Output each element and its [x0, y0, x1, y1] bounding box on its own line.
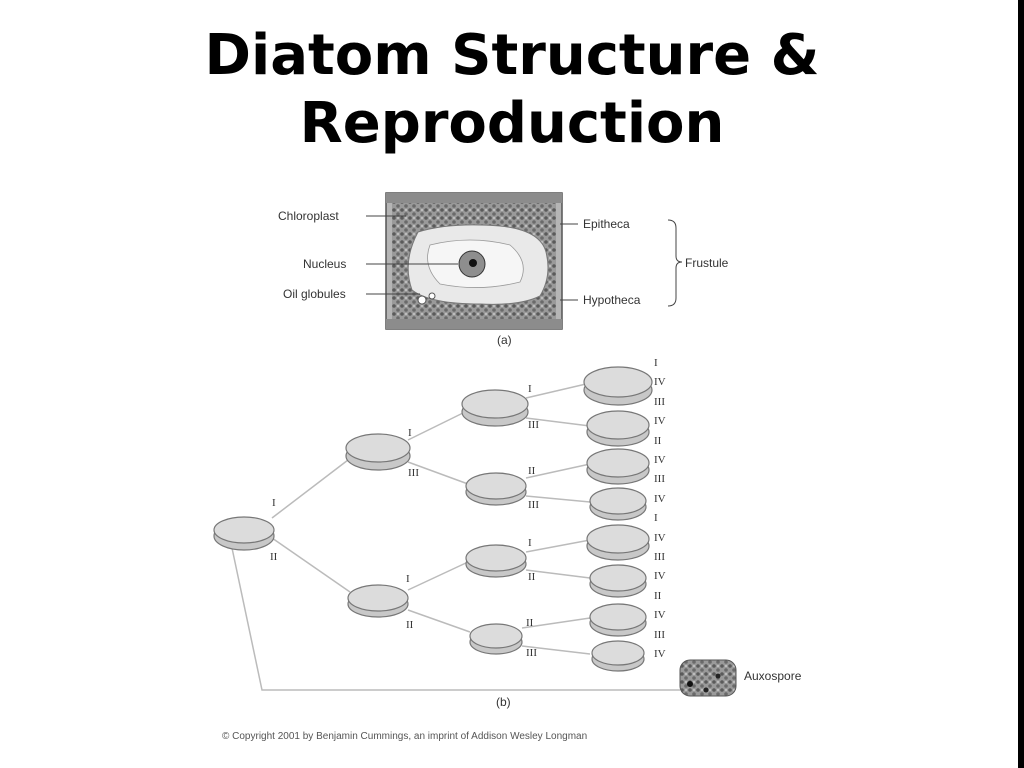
right-column-labels: I IV III IV II IV III IV I IV III IV II IV III IV: [654, 357, 666, 660]
cell-gen3: [591, 640, 645, 672]
cell-gen3: [589, 603, 647, 637]
gen-label: III: [528, 419, 539, 431]
connector: [271, 537, 351, 593]
right-column-gen-label: III: [654, 396, 665, 408]
connector: [525, 463, 591, 479]
right-column-gen-label: IV: [654, 415, 666, 427]
label-oil-globules: Oil globules: [283, 287, 346, 301]
cell-gen2: [465, 544, 527, 578]
connector: [525, 569, 591, 579]
hypotheca-band: [386, 319, 562, 329]
label-hypotheca: Hypotheca: [583, 293, 641, 307]
oil-globule: [428, 292, 436, 300]
oil-globule: [417, 295, 427, 305]
right-column-gen-label: IV: [654, 648, 666, 660]
gen-label: II: [270, 551, 278, 563]
cell-gen2: [469, 623, 523, 655]
label-nucleus: Nucleus: [303, 257, 346, 271]
connector: [525, 383, 587, 399]
slide-title: Diatom Structure & Reproduction: [0, 22, 1024, 158]
auxospore-cell: [679, 659, 737, 697]
connector: [407, 461, 469, 485]
slide-edge-bar: [1018, 0, 1024, 768]
connector: [271, 459, 349, 519]
cell-gen1-top: [345, 433, 411, 471]
gen-label: II: [406, 619, 414, 631]
cell-series: [213, 366, 653, 672]
connector: [521, 645, 591, 655]
slide-title-line-1: Diatom Structure &: [204, 23, 820, 88]
right-column-gen-label: IV: [654, 376, 666, 388]
cell-gen2: [461, 389, 529, 427]
right-column-gen-label: I: [654, 512, 658, 524]
figure-a-leaders: [366, 215, 683, 307]
right-column-gen-label: IV: [654, 609, 666, 621]
cell-gen3: [586, 448, 650, 485]
right-column-gen-label: IV: [654, 493, 666, 505]
cell-gen3: [589, 487, 647, 521]
figure-a-cell: [385, 192, 563, 330]
connector: [521, 617, 591, 629]
right-column-gen-label: II: [654, 435, 662, 447]
cell-gen3: [586, 410, 650, 447]
right-column-gen-label: III: [654, 629, 665, 641]
connector: [525, 539, 591, 553]
gen-label: II: [528, 465, 536, 477]
gen-label: III: [408, 467, 419, 479]
label-chloroplast: Chloroplast: [278, 209, 339, 223]
cell-gen2: [465, 472, 527, 506]
connector: [407, 561, 469, 591]
label-epitheca: Epitheca: [583, 217, 630, 231]
frustule-bracket: [667, 219, 683, 307]
cell-gen3: [583, 366, 653, 406]
slide-title-line-2: Reproduction: [299, 91, 725, 156]
gen-label: I: [408, 427, 412, 439]
tree-connectors: [231, 383, 680, 691]
cell-gen3: [586, 524, 650, 561]
right-column-gen-label: IV: [654, 454, 666, 466]
right-column-gen-label: I: [654, 357, 658, 369]
connector-to-auxospore: [231, 547, 680, 691]
nucleolus: [469, 259, 477, 267]
gen-label: I: [528, 537, 532, 549]
cell-gen1-bottom: [347, 584, 409, 618]
gen-label: III: [528, 499, 539, 511]
connector: [525, 417, 591, 427]
right-column-gen-label: III: [654, 473, 665, 485]
label-frustule: Frustule: [685, 256, 729, 270]
right-column-gen-label: II: [654, 590, 662, 602]
caption-b: (b): [496, 695, 511, 709]
cell-gen3: [589, 564, 647, 598]
gen-label: II: [526, 617, 534, 629]
copyright-notice: © Copyright 2001 by Benjamin Cummings, a…: [222, 731, 588, 742]
cell-gen0: [213, 516, 275, 551]
gen-label: II: [528, 571, 536, 583]
gen-label: I: [272, 497, 276, 509]
gen-label: III: [526, 647, 537, 659]
gen-label: I: [528, 383, 532, 395]
connector: [525, 495, 591, 503]
epitheca-band: [386, 193, 562, 203]
right-column-gen-label: IV: [654, 532, 666, 544]
generation-labels: I II I III I II I III II III I II II III: [270, 383, 539, 659]
connector: [407, 609, 471, 633]
right-column-gen-label: III: [654, 551, 665, 563]
caption-a: (a): [497, 333, 512, 347]
gen-label: I: [406, 573, 410, 585]
label-auxospore: Auxospore: [744, 669, 802, 683]
right-column-gen-label: IV: [654, 570, 666, 582]
connector: [407, 411, 466, 441]
